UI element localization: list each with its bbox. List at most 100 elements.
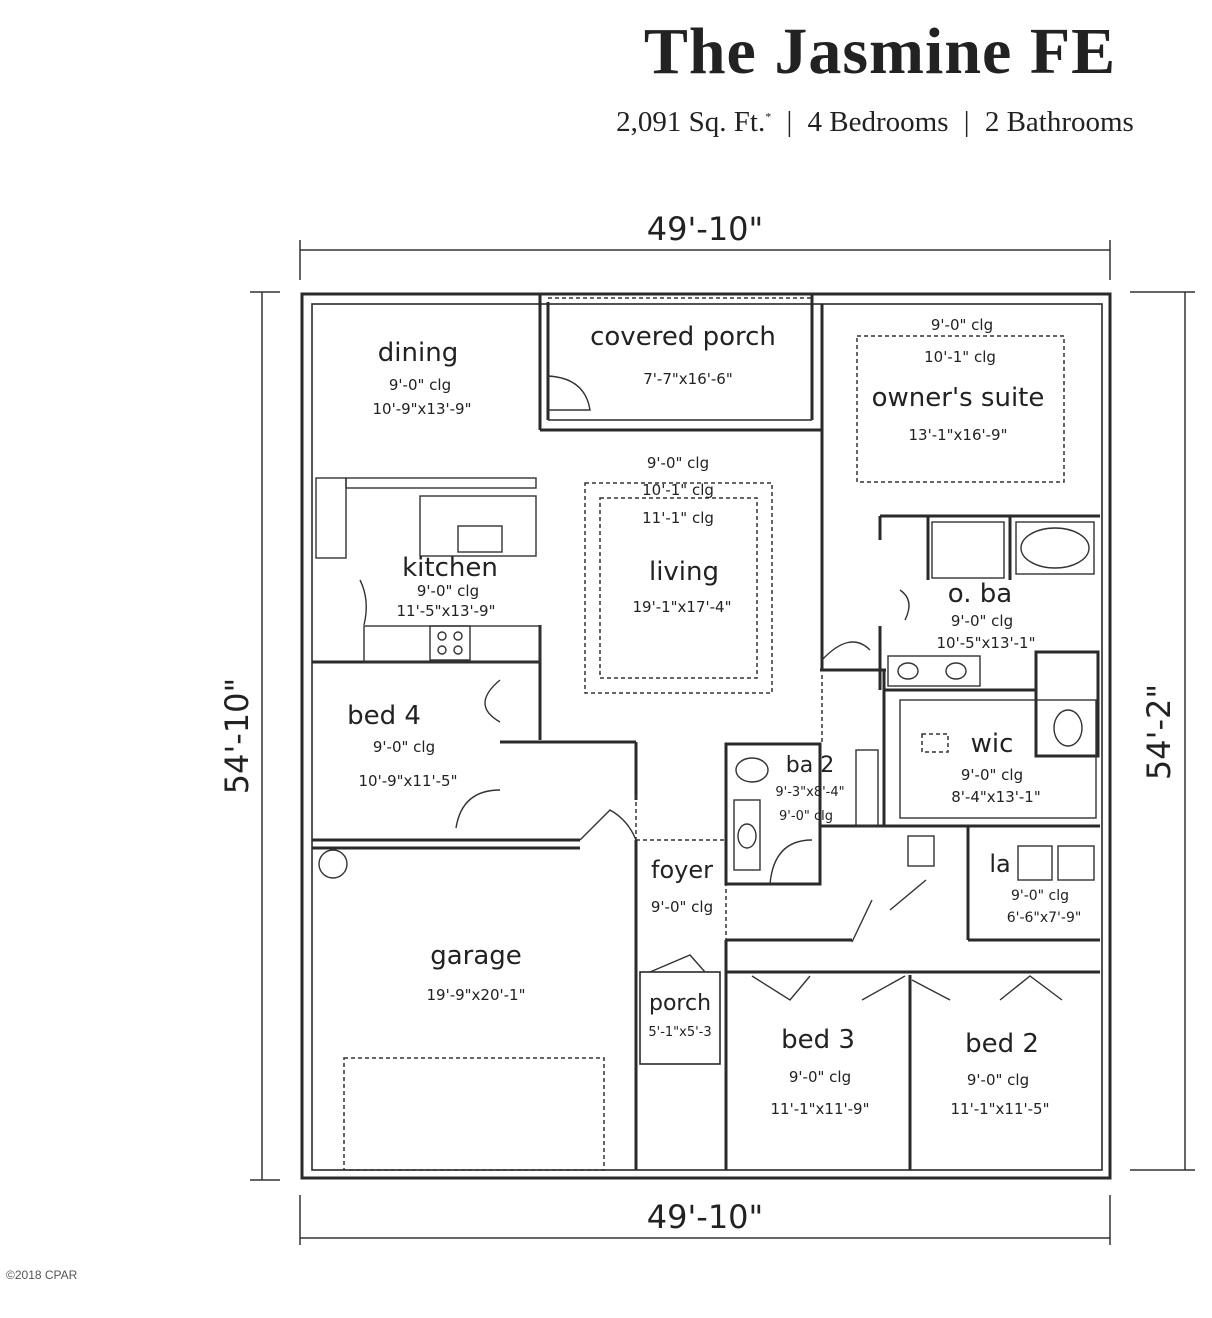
la-label: la (989, 850, 1010, 878)
ba2-ceiling: 9'-0" clg (779, 809, 833, 824)
separator: | (786, 106, 793, 138)
door (861, 975, 906, 1001)
sqft-asterisk: * (765, 109, 772, 124)
dryer (1057, 845, 1095, 881)
bathrooms-text: 2 Bathrooms (984, 106, 1134, 138)
covered-porch-walls (538, 294, 824, 670)
door-swing (455, 789, 501, 829)
door-swing (359, 579, 367, 626)
porch-label: porch (649, 991, 711, 1016)
door (649, 954, 706, 973)
copyright-text: ©2018 CPAR (6, 1268, 78, 1282)
toilet (1053, 709, 1083, 747)
kitchen-size: 11'-5"x13'-9" (396, 602, 495, 620)
living-label: living (649, 557, 719, 587)
sink (897, 662, 919, 680)
tub-basin (1020, 527, 1090, 569)
door-swing (821, 641, 871, 661)
bedrooms-text: 4 Bedrooms (807, 106, 949, 138)
door-swing (579, 809, 637, 841)
counter (363, 625, 541, 663)
ceiling-tray (856, 335, 1065, 483)
counter (345, 477, 537, 489)
front-porch (639, 971, 721, 1065)
burner (437, 645, 447, 655)
ba2-vanity (733, 799, 761, 871)
wic-ottoman (921, 733, 949, 753)
page-title: The Jasmine FE (643, 15, 1117, 88)
exterior-walls (300, 292, 1112, 1180)
burner (453, 645, 463, 655)
bed3-ceiling: 9'-0" clg (789, 1068, 851, 1086)
page-subtitle: 2,091 Sq. Ft.* | 4 Bedrooms | 2 Bathroom… (540, 106, 1210, 139)
dining-ceiling: 9'-0" clg (389, 376, 451, 394)
wic-ceiling: 9'-0" clg (961, 766, 1023, 784)
vanity (887, 655, 981, 687)
door-swing (769, 839, 813, 885)
living-ceiling: 9'-0" clg (647, 454, 709, 472)
kitchen-label: kitchen (402, 553, 498, 583)
fixtures (315, 335, 1097, 1171)
burner (453, 631, 463, 641)
sink (737, 823, 757, 849)
o-ba-size: 10'-5"x13'-1" (936, 634, 1035, 652)
door-swing (899, 589, 910, 621)
covered-porch-label: covered porch (590, 322, 776, 352)
garage-label: garage (430, 941, 522, 971)
fridge (315, 477, 347, 559)
dimension-lines (250, 240, 1195, 1245)
foyer-ceiling: 9'-0" clg (651, 898, 713, 916)
door-swing (547, 375, 591, 411)
owners-suite-size: 13'-1"x16'-9" (908, 426, 1007, 444)
door (851, 899, 873, 943)
o-ba-ceiling: 9'-0" clg (951, 612, 1013, 630)
living-ceiling: 11'-1" clg (642, 509, 714, 527)
burner (437, 631, 447, 641)
bed4-size: 10'-9"x11'-5" (358, 772, 457, 790)
room-labels: dining 9'-0" clg 10'-9"x13'-9" covered p… (347, 316, 1081, 1118)
wic-size: 8'-4"x13'-1" (951, 788, 1040, 806)
o-ba-label: o. ba (948, 579, 1012, 609)
owners-suite-label: owner's suite (872, 383, 1045, 413)
shower (931, 521, 1005, 579)
closet-doors (751, 975, 811, 1001)
kitchen-ceiling: 9'-0" clg (417, 582, 479, 600)
left-dimension: 54'-10" (218, 678, 256, 795)
ba2-tub (855, 749, 879, 827)
tub (1015, 521, 1095, 575)
washer (1017, 845, 1053, 881)
ceiling-tray (599, 497, 758, 679)
bed2-label: bed 2 (965, 1029, 1039, 1059)
kitchen-island (419, 495, 537, 557)
owners-suite-ceiling: 10'-1" clg (924, 348, 996, 366)
sink (457, 525, 503, 553)
living-size: 19'-1"x17'-4" (632, 598, 731, 616)
garage-door (343, 1057, 605, 1171)
bottom-dimension: 49'-10" (647, 1198, 764, 1236)
living-ceiling: 10'-1" clg (642, 481, 714, 499)
bed2-size: 11'-1"x11'-5" (950, 1100, 1049, 1118)
right-dimension: 54'-2" (1140, 684, 1178, 780)
bed3-size: 11'-1"x11'-9" (770, 1100, 869, 1118)
door (889, 879, 927, 911)
water-heater (318, 849, 348, 879)
toilet (735, 757, 769, 783)
ba2-label: ba 2 (786, 753, 834, 778)
ba2-size: 9'-3"x8'-4" (775, 785, 844, 800)
porch-size: 5'-1"x5'-3 (648, 1025, 711, 1040)
sink (945, 662, 967, 680)
outer-wall (300, 292, 1112, 1180)
bed2-ceiling: 9'-0" clg (967, 1071, 1029, 1089)
range (429, 625, 471, 661)
la-ceiling: 9'-0" clg (1011, 888, 1069, 904)
bed4-ceiling: 9'-0" clg (373, 738, 435, 756)
interior-walls (312, 514, 1100, 1170)
garage-size: 19'-9"x20'-1" (426, 986, 525, 1004)
water-heater (907, 835, 935, 867)
bed3-label: bed 3 (781, 1025, 855, 1055)
closet-doors (999, 975, 1063, 1001)
dining-label: dining (378, 338, 458, 368)
door-swing (484, 679, 501, 723)
door (911, 979, 951, 1001)
